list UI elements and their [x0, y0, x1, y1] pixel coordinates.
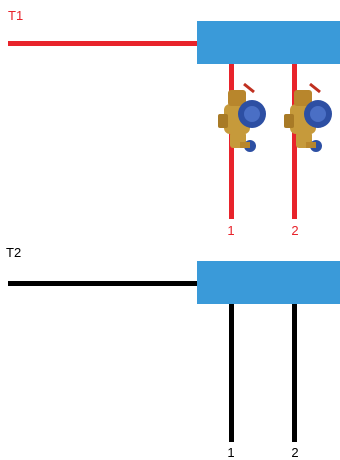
supply-outlet-label-2: 2 — [291, 223, 299, 238]
supply-main-pipe — [8, 41, 200, 46]
return-outlet-pipe-1 — [229, 304, 234, 442]
supply-outlet-label-1: 1 — [227, 223, 235, 238]
supply-outlet-pipe-2 — [292, 64, 297, 219]
balancing-valve-icon — [284, 82, 332, 152]
return-label: T2 — [6, 245, 22, 260]
return-manifold — [197, 261, 340, 304]
return-main-pipe — [8, 281, 200, 286]
supply-label: T1 — [8, 8, 24, 23]
return-outlet-label-1: 1 — [227, 445, 235, 460]
supply-manifold — [197, 21, 340, 64]
return-outlet-pipe-2 — [292, 304, 297, 442]
balancing-valve-icon — [218, 82, 266, 152]
return-outlet-label-2: 2 — [291, 445, 299, 460]
